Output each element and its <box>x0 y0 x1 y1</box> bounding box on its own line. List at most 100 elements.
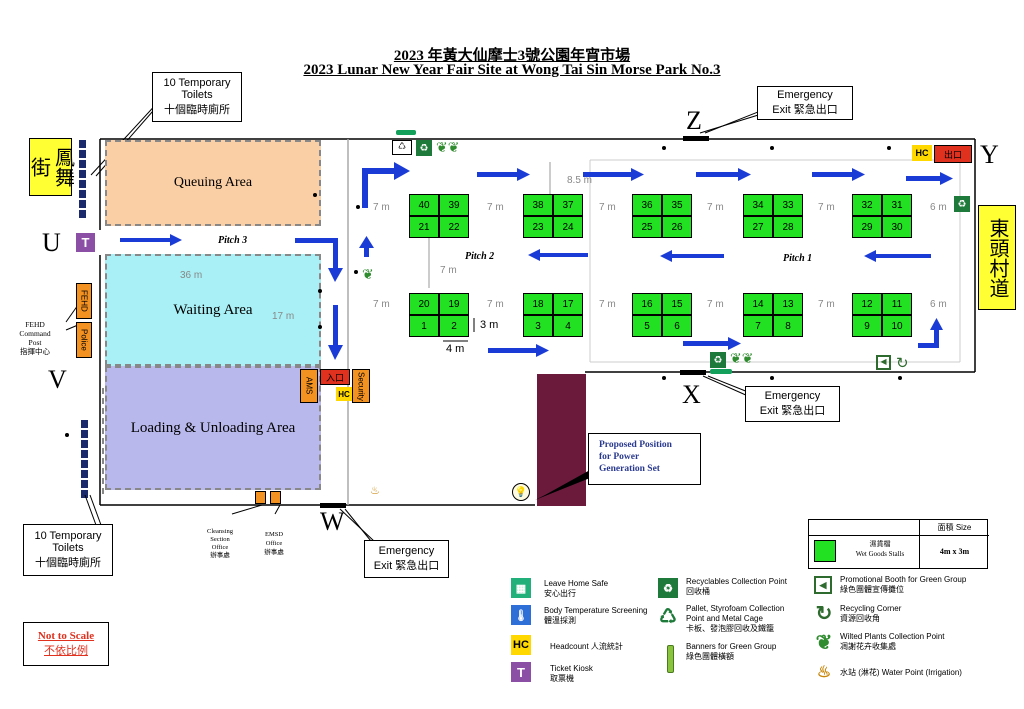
ticket-kiosk-icon: T <box>76 233 95 252</box>
stall-29: 29 <box>852 216 882 238</box>
size-table: 面積 Size 濕貨檔 Wet Goods Stalls 4m x 3m <box>808 519 989 569</box>
callout-line: Exit 緊急出口 <box>373 560 440 572</box>
dim-4m: 4 m <box>446 343 465 355</box>
size-table-header: 面積 Size <box>919 520 989 536</box>
dim-7m: 7 m <box>707 202 724 213</box>
callout-exit-w: Emergency Exit 緊急出口 <box>364 540 449 578</box>
callout-toilets-top: 10 Temporary Toilets 十個臨時廁所 <box>152 72 242 122</box>
callout-line: EMSD <box>264 531 284 538</box>
legend-text: Recyclables Collection Point <box>686 577 787 586</box>
callout-line: Generation Set <box>599 464 660 474</box>
callout-line: Emergency <box>378 545 435 557</box>
dim-3m: 3 m <box>480 319 499 331</box>
callout-toilets-bottom: 10 Temporary Toilets 十個臨時廁所 <box>23 524 113 576</box>
stall-30: 30 <box>882 216 912 238</box>
recyclables-icon: ♻ <box>710 352 726 368</box>
stall-8: 8 <box>773 315 803 337</box>
dim-7m: 7 m <box>373 299 390 310</box>
dim-36m: 36 m <box>180 270 203 281</box>
legend-item: Pallet, Styrofoam Collection Point and M… <box>686 604 796 634</box>
exit-box: 出口 <box>934 145 972 163</box>
recyclables-icon: ♻ <box>658 578 678 598</box>
map-title-zh: 2023 年黃大仙摩士3號公園年宵市場 <box>393 48 631 64</box>
stall-11: 11 <box>882 293 912 315</box>
lightbulb-icon: 💡 <box>512 483 530 501</box>
callout-line: Cleansing <box>207 528 233 535</box>
callout-line: 辦事處 <box>210 552 230 559</box>
gate-x: X <box>682 380 701 409</box>
stall-22: 22 <box>439 216 469 238</box>
callout-line: 10 Temporary <box>34 530 102 542</box>
legend-text: Wilted Plants Collection Point <box>840 632 945 641</box>
stall-21: 21 <box>409 216 439 238</box>
dim-8-5m: 8.5 m <box>567 175 593 186</box>
headcount-icon: HC <box>336 387 352 401</box>
stall-9: 9 <box>852 315 882 337</box>
callout-line: Emergency <box>764 390 821 402</box>
callout-line: FEHD <box>25 320 45 329</box>
legend-text: Pallet, Styrofoam Collection Point and M… <box>686 604 785 623</box>
headcount-icon: HC <box>912 145 932 161</box>
pallet-icon: ♺ <box>659 605 677 628</box>
callout-exit-x: Emergency Exit 緊急出口 <box>745 386 840 422</box>
legend-text-zh: 卡板、發泡膠回收及鐵籠 <box>686 624 774 633</box>
stall-28: 28 <box>773 216 803 238</box>
legend-text-zh: 體溫採測 <box>544 616 576 625</box>
stall-23: 23 <box>523 216 553 238</box>
stall-15: 15 <box>662 293 692 315</box>
gate-v: V <box>48 365 67 394</box>
legend-text-zh: 綠色團體宣傳攤位 <box>840 585 904 594</box>
stall-type-zh: 濕貨檔 <box>869 540 891 548</box>
callout-line: Office <box>211 544 229 551</box>
security-label: Security <box>356 371 366 401</box>
stall-7: 7 <box>743 315 773 337</box>
callout-line: Exit 緊急出口 <box>772 104 838 116</box>
legend-text-zh: 安心出行 <box>544 589 576 598</box>
dim-17m: 17 m <box>272 311 295 322</box>
headcount-icon: HC <box>511 635 531 655</box>
legend-item: 水站 (淋花) Water Point (Irrigation) <box>840 668 962 678</box>
stall-type-en: Wet Goods Stalls <box>855 550 905 558</box>
banner-icon <box>396 130 416 135</box>
callout-line: for Power <box>599 452 640 462</box>
water-point-icon: ♨ <box>816 664 832 681</box>
stall-26: 26 <box>662 216 692 238</box>
stall-19: 19 <box>439 293 469 315</box>
callout-line: 辦事處 <box>264 549 284 556</box>
stall-18: 18 <box>523 293 553 315</box>
stall-25: 25 <box>632 216 662 238</box>
banner-icon <box>710 369 732 374</box>
police-label: Police <box>79 329 89 351</box>
dim-7m: 7 m <box>487 299 504 310</box>
callout-line: Section <box>210 536 230 543</box>
legend-text-zh: 回收桶 <box>686 587 710 596</box>
callout-line: Emergency <box>777 89 833 101</box>
recyclables-icon: ♻ <box>954 196 970 212</box>
dim-6m: 6 m <box>930 299 947 310</box>
wilted-plants-icon: ❦❦ <box>730 350 754 366</box>
stall-type-label: 濕貨檔 Wet Goods Stalls <box>841 539 919 559</box>
callout-exit-z: Emergency Exit 緊急出口 <box>757 86 853 120</box>
stall-24: 24 <box>553 216 583 238</box>
stall-37: 37 <box>553 194 583 216</box>
fehd-box: FEHD <box>76 283 92 319</box>
stall-size-value: 4m x 3m <box>919 535 989 568</box>
security-box: Security <box>352 369 370 403</box>
stall-31: 31 <box>882 194 912 216</box>
ticket-kiosk-icon: T <box>511 662 531 682</box>
callout-power-generation: Proposed Position for Power Generation S… <box>588 433 701 485</box>
stall-14: 14 <box>743 293 773 315</box>
road-left-label: 鳳舞街 <box>27 147 74 187</box>
callout-line: Toilets <box>52 542 84 554</box>
dim-7m: 7 m <box>599 299 616 310</box>
stall-4: 4 <box>553 315 583 337</box>
wilted-plants-icon: ❦ <box>362 266 374 282</box>
entrance-box: 入口 <box>320 369 350 385</box>
queuing-area-label: Queuing Area <box>173 175 253 190</box>
stall-17: 17 <box>553 293 583 315</box>
